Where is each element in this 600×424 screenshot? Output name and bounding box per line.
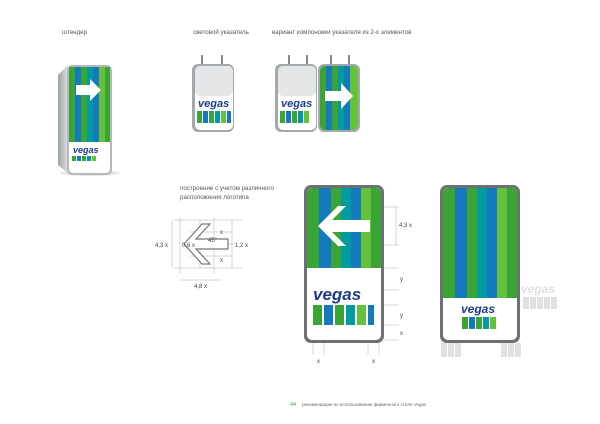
svg-text:x: x	[220, 230, 223, 236]
arrow-construction-figure: 4,3 x 0,6 x 1,2 x x x 45° 4,8 x	[155, 217, 248, 290]
big-sign-figure: vegas 4,3 x y y x x x	[304, 185, 412, 365]
caption-two-element: вариант компоновки указателя из 2-х элем…	[272, 29, 412, 36]
svg-text:y: y	[400, 313, 403, 319]
ghost-logo-right: vegas	[521, 282, 557, 309]
ghost-logo-bottom-right	[501, 343, 521, 357]
svg-text:1,2 x: 1,2 x	[235, 243, 248, 249]
svg-text:vegas: vegas	[281, 98, 312, 110]
alt-sign-logo: vegas	[461, 302, 495, 316]
caption-stand: штендер	[62, 29, 88, 36]
svg-text:0,6 x: 0,6 x	[182, 243, 195, 249]
alt-sign-stripes	[443, 188, 517, 298]
page-number: 44	[290, 402, 297, 408]
svg-text:vegas: vegas	[198, 98, 229, 110]
svg-text:4,8 x: 4,8 x	[194, 284, 207, 290]
construction-arrow-icon	[183, 223, 229, 265]
svg-text:x: x	[220, 258, 223, 264]
stand-arrow-icon	[76, 79, 101, 101]
big-sign-logo-bars	[313, 305, 374, 325]
big-sign-alt-figure: vegas vegas	[440, 185, 557, 357]
svg-text:4,3 x: 4,3 x	[399, 223, 412, 229]
page-footer: 44 рекомендации по использованию фирменно…	[290, 402, 426, 408]
caption-construction-2: расположения логотипа	[180, 194, 249, 201]
light-sign-figure: vegas	[192, 55, 234, 132]
caption-construction-1: построение с учетом различного	[180, 185, 274, 192]
big-sign-arrow-icon	[318, 206, 370, 246]
big-sign-logo: vegas	[313, 285, 361, 304]
two-element-figure: vegas	[275, 55, 360, 132]
svg-text:vegas: vegas	[521, 282, 555, 296]
two-element-arrow-icon	[325, 83, 353, 109]
svg-text:x: x	[317, 359, 320, 365]
svg-text:vegas: vegas	[73, 145, 99, 155]
svg-text:45°: 45°	[208, 238, 218, 244]
svg-text:x: x	[372, 359, 375, 365]
caption-light-sign: световой указатель	[193, 29, 249, 36]
svg-text:4,3 x: 4,3 x	[155, 243, 168, 249]
svg-text:x: x	[400, 331, 403, 337]
ghost-logo-bottom-left	[441, 343, 461, 357]
stand-figure: vegas	[58, 65, 120, 176]
footer-text: рекомендации по использованию фирменного…	[302, 402, 427, 407]
svg-text:y: y	[400, 277, 403, 283]
stand-stripes	[69, 67, 110, 142]
